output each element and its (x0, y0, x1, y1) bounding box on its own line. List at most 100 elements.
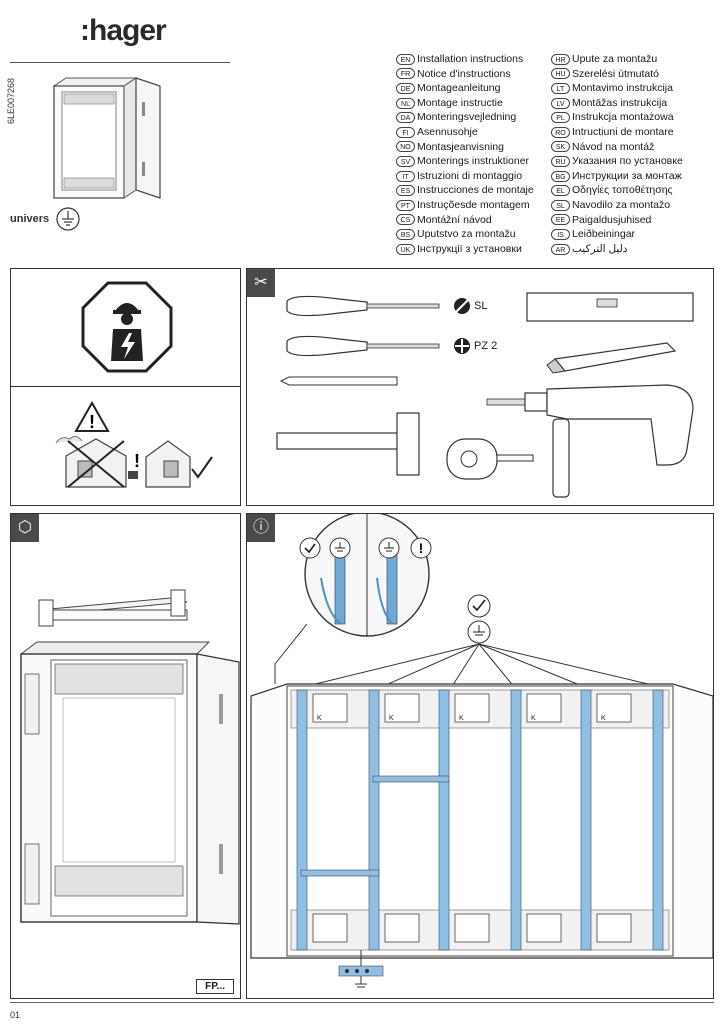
cabinet-illustration (19, 589, 240, 925)
language-code: NO (396, 141, 415, 153)
language-code: BS (396, 228, 415, 240)
product-name: univers (10, 213, 50, 225)
info-panel: ⓘ ! (246, 513, 714, 999)
package-icon: ⬡ (11, 514, 39, 542)
document-code: 6LE007268 (6, 78, 16, 125)
terminal-label: K (601, 715, 606, 722)
indoor-install-illustration: ! ! (55, 401, 213, 488)
language-text: Інструкції з установки (417, 242, 522, 255)
language-text: Szerelési útmutató (572, 67, 659, 80)
language-text: Instrucciones de montaje (417, 184, 534, 197)
language-code: RU (551, 155, 570, 167)
svg-text:!: ! (134, 451, 140, 471)
language-text: Указания по установке (572, 155, 683, 168)
language-code: PT (396, 199, 415, 211)
flat-screwdriver-label: SL (474, 300, 488, 312)
language-text: Οδηγίες τοποθέτησης (572, 184, 673, 197)
terminal-label: K (317, 715, 322, 722)
earthing-diagram: ! (250, 514, 713, 988)
tools-illustration (276, 292, 694, 498)
language-code: EE (551, 214, 570, 226)
terminal-label: K (531, 715, 536, 722)
language-code: FI (396, 126, 415, 138)
language-text: Montāžas instrukcija (572, 96, 668, 109)
language-code: EN (396, 53, 415, 65)
language-code: HR (551, 53, 570, 65)
language-code: CS (396, 214, 415, 226)
language-text: Инструкции за монтаж (572, 169, 682, 182)
language-text: Návod na montáž (572, 140, 655, 153)
language-code: SV (396, 155, 415, 167)
language-code: NL (396, 97, 415, 109)
language-text: Monterings instruktioner (417, 155, 530, 168)
package-panel: ⬡ FP... (10, 513, 241, 999)
language-code: LV (551, 97, 570, 109)
page-number: 01 (10, 1010, 21, 1020)
language-text: Paigaldusjuhised (572, 213, 652, 226)
language-text: Monteringsvejledning (417, 111, 517, 124)
language-code: IS (551, 228, 570, 240)
language-code: RO (551, 126, 570, 138)
language-code: AR (551, 243, 570, 255)
tools-panel: ✂ SL PZ 2 (246, 268, 714, 506)
language-code: SL (551, 199, 570, 211)
language-text: Instruçõesde montagem (417, 198, 530, 211)
language-text: دليل التركيب (572, 242, 628, 255)
language-code: DE (396, 82, 415, 94)
electrician-panel (10, 268, 241, 388)
language-code: ES (396, 185, 415, 197)
language-text: Istruzioni di montaggio (417, 169, 523, 182)
language-text: Uputstvo za montažu (417, 228, 516, 241)
language-text: Leiðbeiningar (572, 228, 636, 241)
language-text: Notice d'instructions (417, 67, 511, 80)
brand-logo: :hager (80, 14, 167, 47)
language-text: Montage instructie (417, 96, 503, 109)
language-code: FR (396, 68, 415, 80)
language-code: HU (551, 68, 570, 80)
language-text: Installation instructions (417, 53, 524, 65)
footer-rule (10, 1002, 714, 1003)
package-reference-label: FP... (196, 979, 234, 994)
pozi-screwdriver-label: PZ 2 (474, 340, 498, 352)
cabinet-thumbnail (52, 77, 161, 199)
language-code: LT (551, 82, 570, 94)
tools-icon: ✂ (247, 269, 275, 297)
language-text: Upute za montažu (572, 53, 658, 65)
language-code: SK (551, 141, 570, 153)
terminal-label: K (459, 715, 464, 722)
electrician-warning-icon (81, 281, 173, 373)
header-rule (10, 62, 230, 63)
language-text: Navodilo za montažo (572, 198, 671, 211)
language-text: Instrukcja montażowa (572, 111, 674, 124)
language-text: Montavimo instrukcija (572, 82, 673, 95)
language-text: Intructiuni de montare (572, 125, 674, 138)
info-icon: ⓘ (247, 514, 275, 542)
language-code: PL (551, 112, 570, 124)
